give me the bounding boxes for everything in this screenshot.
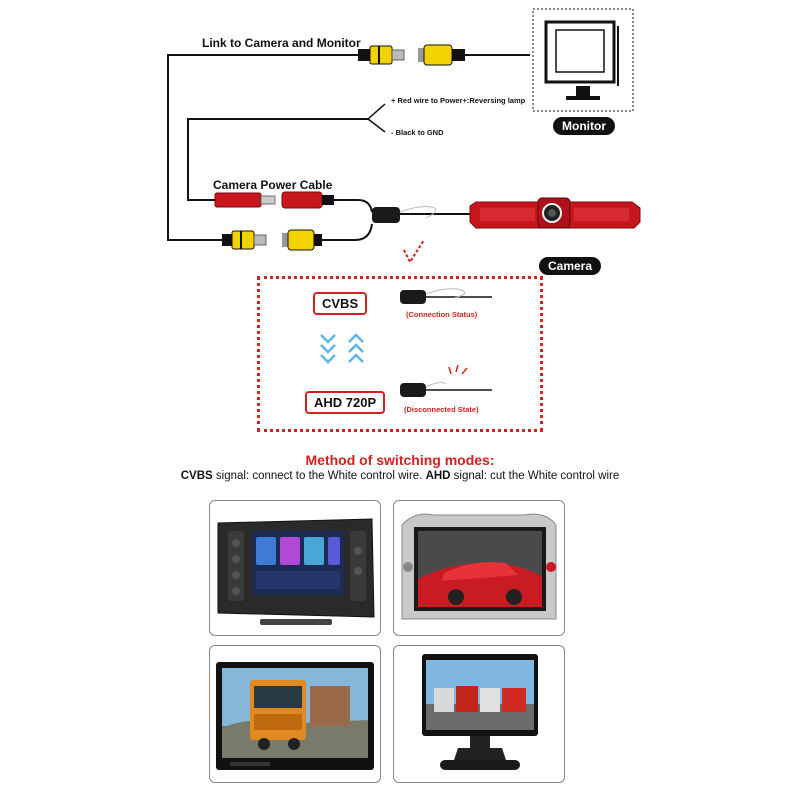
power-cable-label: Camera Power Cable <box>213 178 333 192</box>
disconnected-status: (Disconnected State) <box>404 405 479 414</box>
white-control-wire <box>399 206 437 219</box>
dash-headunit-icon <box>401 513 557 620</box>
connection-status: (Connection Status) <box>406 310 478 319</box>
monitor-label: Monitor <box>553 117 615 135</box>
photo-dash-headunit <box>393 500 565 636</box>
black-wire-note: - Black to GND <box>391 128 444 137</box>
wiring-diagram <box>167 8 641 397</box>
camera-cable-a <box>334 199 373 213</box>
rca-link-female <box>418 44 465 66</box>
truck-monitor-icon <box>216 662 374 770</box>
cvbs-switch <box>400 288 492 304</box>
power-connector-female <box>281 191 334 209</box>
ahd-switch <box>400 364 492 397</box>
power-fork-black <box>367 118 386 133</box>
camera-brake-light <box>469 197 641 229</box>
rca-link-male <box>358 45 405 65</box>
power-cable <box>187 118 368 201</box>
rca-video-male <box>222 230 267 250</box>
ahd-tag: AHD 720P <box>305 391 386 414</box>
power-fork-red <box>367 103 386 120</box>
camera-cable-b <box>318 223 373 241</box>
method-description: CVBS signal: connect to the White contro… <box>180 470 620 482</box>
stand-monitor-icon <box>422 654 538 770</box>
power-connector-male <box>214 192 276 208</box>
mode-frame <box>257 276 543 432</box>
cvbs-tag: CVBS <box>313 292 368 315</box>
photo-car-stereo <box>209 500 381 636</box>
switch-box <box>372 207 400 223</box>
method-title: Method of switching modes: <box>305 452 495 468</box>
link-label: Link to Camera and Monitor <box>202 36 361 50</box>
switch-up-arrows-icon <box>348 333 364 363</box>
camera-label: Camera <box>539 257 602 275</box>
switch-down-arrows-icon <box>320 334 336 364</box>
car-stereo-icon <box>217 518 375 625</box>
rca-video-female <box>282 229 322 251</box>
red-wire-note: + Red wire to Power+:Reversing lamp <box>391 96 526 105</box>
photo-stand-monitor <box>393 645 565 783</box>
monitor-outline <box>532 8 634 112</box>
down-chevron-icon <box>403 239 425 265</box>
link-cable <box>167 54 358 241</box>
photo-truck-monitor <box>209 645 381 783</box>
